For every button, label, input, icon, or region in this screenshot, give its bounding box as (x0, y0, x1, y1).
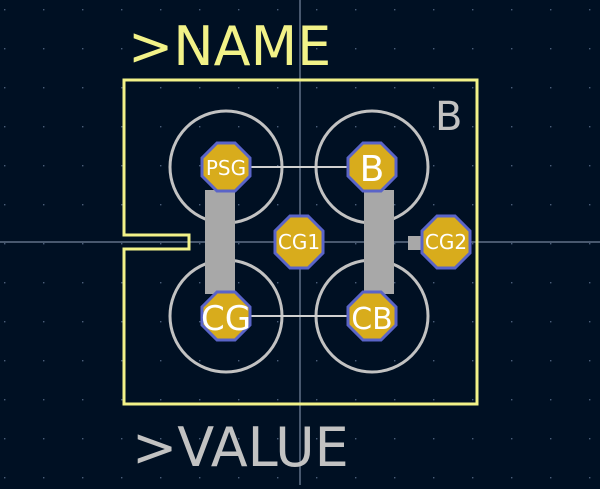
pad-cg1[interactable]: CG1 (273, 214, 325, 270)
pad-cg2[interactable]: CG2 (420, 214, 472, 270)
side-marker-label: B (435, 94, 462, 140)
pad-psg[interactable]: PSG (200, 141, 252, 193)
pad-b[interactable]: B (346, 141, 398, 193)
pad-connection-lines (250, 166, 348, 317)
pad-label: CB (351, 302, 393, 337)
pad-label: B (360, 149, 385, 190)
pad-label: CG2 (425, 230, 467, 254)
pad-cb[interactable]: CB (346, 290, 398, 342)
pad-label: CG (201, 299, 251, 339)
pad-label: CG1 (278, 230, 320, 254)
track-right (364, 190, 394, 294)
silkscreen-outline (122, 78, 479, 406)
name-label: >NAME (128, 15, 331, 78)
value-label: >VALUE (132, 416, 349, 479)
pad-cg[interactable]: CG (200, 290, 252, 342)
pad-label: PSG (206, 156, 246, 180)
track-left (205, 190, 235, 294)
